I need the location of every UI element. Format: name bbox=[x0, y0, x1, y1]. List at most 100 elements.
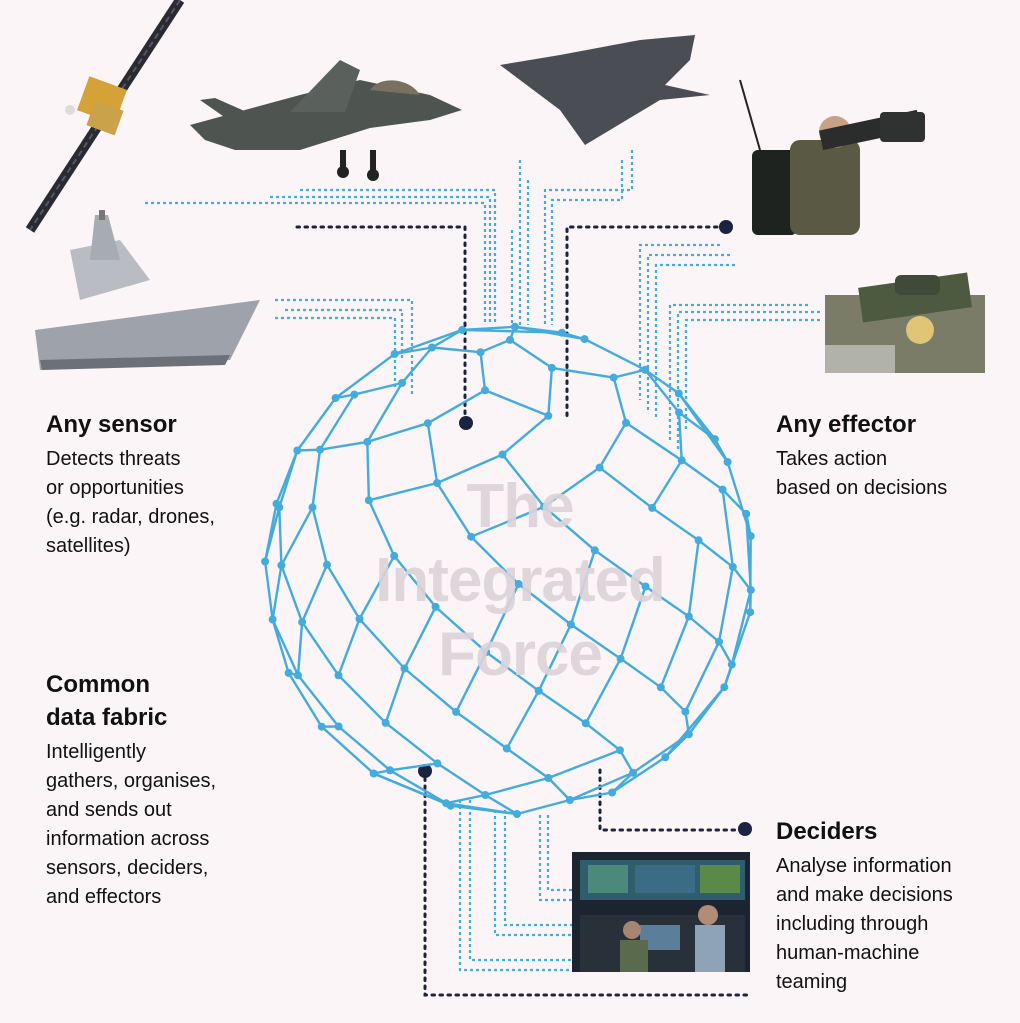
mesh-edge bbox=[337, 725, 391, 772]
mesh-edge bbox=[480, 338, 511, 354]
mesh-edge bbox=[538, 689, 587, 725]
mesh-node bbox=[386, 766, 394, 775]
mesh-edge bbox=[585, 722, 621, 752]
mesh-edge bbox=[717, 641, 733, 666]
mesh-edge bbox=[319, 440, 368, 451]
mesh-node bbox=[746, 586, 755, 595]
mesh-node bbox=[433, 759, 442, 768]
mesh-edge bbox=[537, 623, 572, 692]
mesh-node bbox=[482, 648, 491, 657]
mesh-edge bbox=[697, 539, 734, 568]
mesh-edge bbox=[300, 564, 329, 623]
mesh-edge bbox=[318, 393, 356, 451]
mesh-edge bbox=[403, 667, 457, 713]
mesh-node bbox=[720, 683, 729, 692]
mesh-edge bbox=[584, 658, 622, 724]
mesh-node bbox=[355, 615, 364, 623]
mesh-node bbox=[715, 637, 723, 646]
decision-links bbox=[295, 225, 752, 997]
mesh-edge bbox=[296, 397, 337, 452]
mesh-edge bbox=[644, 368, 680, 395]
mesh-node bbox=[458, 325, 467, 334]
mesh-edge bbox=[373, 772, 452, 807]
mesh-node bbox=[566, 620, 575, 629]
mesh-node bbox=[272, 499, 281, 508]
mesh-node bbox=[502, 744, 511, 753]
mesh-edge bbox=[325, 564, 361, 620]
mesh-node bbox=[540, 502, 549, 511]
mesh-edge bbox=[401, 346, 433, 384]
mesh-node bbox=[641, 582, 650, 591]
mesh-edge bbox=[583, 338, 646, 371]
mesh-edge bbox=[594, 549, 647, 588]
mesh-edge bbox=[389, 769, 447, 805]
fabric-heading: Common data fabric bbox=[46, 671, 168, 731]
mesh-edge bbox=[403, 606, 437, 670]
mesh-node bbox=[710, 435, 719, 444]
mesh-node bbox=[476, 348, 485, 357]
mesh-node bbox=[547, 363, 556, 372]
satellite-image bbox=[25, 0, 185, 233]
mesh-edge bbox=[337, 618, 361, 676]
mesh-edge bbox=[434, 606, 487, 653]
mesh-node bbox=[590, 546, 599, 555]
mesh-node bbox=[298, 618, 307, 627]
mesh-edge bbox=[445, 793, 486, 805]
mesh-edge bbox=[569, 791, 613, 802]
mesh-node bbox=[746, 608, 755, 617]
mesh-node bbox=[641, 365, 650, 374]
mesh-node bbox=[294, 671, 302, 680]
mesh-edge bbox=[517, 583, 572, 626]
mesh-edge bbox=[455, 710, 508, 750]
mesh-node bbox=[446, 801, 455, 810]
mesh-edge bbox=[611, 756, 666, 794]
mesh-edge bbox=[484, 793, 518, 816]
mesh-edge bbox=[431, 346, 481, 354]
mesh-edge bbox=[731, 566, 752, 591]
mesh-node bbox=[616, 746, 624, 755]
mesh-node bbox=[727, 660, 736, 669]
mesh-edge bbox=[644, 369, 680, 414]
mesh-edge bbox=[721, 489, 734, 568]
mesh-edge bbox=[384, 668, 406, 724]
mesh-node bbox=[506, 335, 514, 344]
sensor-heading: Any sensor bbox=[46, 411, 177, 438]
sensor-label-block: Any sensor Detects threats or opportunit… bbox=[46, 408, 286, 561]
mesh-edge bbox=[462, 328, 563, 334]
mesh-edge bbox=[470, 505, 545, 538]
mesh-edge bbox=[275, 450, 299, 505]
mesh-node bbox=[684, 612, 693, 621]
mesh-node bbox=[681, 707, 690, 716]
mesh-node bbox=[498, 450, 507, 459]
mesh-edge bbox=[681, 459, 724, 491]
mesh-edge bbox=[687, 540, 700, 617]
mesh-node bbox=[323, 560, 331, 569]
mesh-edge bbox=[612, 377, 628, 424]
mesh-node bbox=[558, 328, 566, 337]
mesh-edge bbox=[570, 623, 622, 660]
mesh-edge bbox=[320, 725, 375, 775]
mesh-edge bbox=[543, 505, 596, 552]
mesh-edge bbox=[677, 412, 683, 461]
mesh-node bbox=[684, 730, 693, 739]
mesh-edge bbox=[455, 651, 488, 713]
mesh-edge bbox=[484, 776, 549, 797]
mesh-node bbox=[629, 768, 637, 777]
mesh-edge bbox=[547, 749, 621, 780]
mesh-edge bbox=[684, 641, 721, 713]
mesh-node bbox=[390, 350, 399, 358]
mesh-node bbox=[608, 788, 617, 797]
mesh-edge bbox=[479, 352, 487, 391]
mesh-edge bbox=[358, 618, 406, 670]
mesh-edge bbox=[271, 619, 300, 676]
mesh-node bbox=[467, 532, 476, 541]
rocket-launcher-image bbox=[825, 272, 985, 373]
mesh-node bbox=[390, 551, 399, 560]
mesh-node bbox=[677, 456, 686, 465]
mesh-node bbox=[718, 485, 727, 494]
mesh-edge bbox=[470, 535, 520, 585]
mesh-edge bbox=[651, 459, 683, 509]
fighter-jet-image bbox=[190, 60, 462, 181]
mesh-edge bbox=[659, 686, 687, 713]
